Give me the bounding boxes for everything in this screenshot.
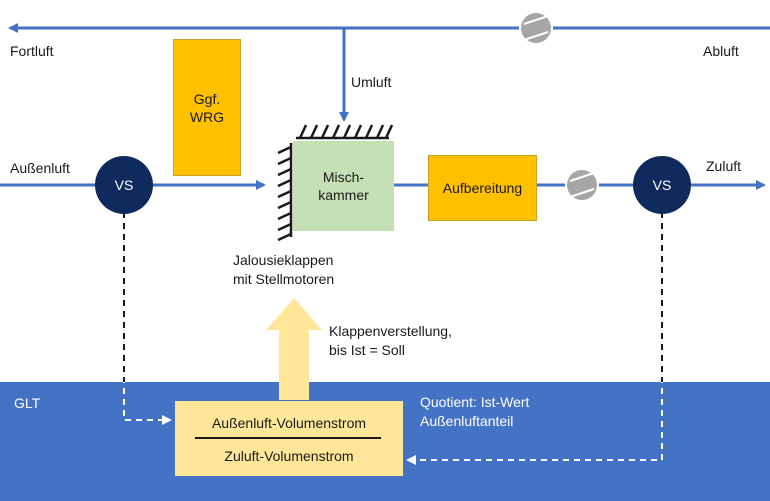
aufbereitung-label: Aufbereitung [442,180,523,196]
damper-left-icon [277,143,293,242]
wrg-label-line1: Ggf. [193,90,221,107]
klappen-label-line1: Klappenverstellung, [329,323,452,339]
mischkammer-box: Misch- kammer [293,141,394,231]
quotient-label-line1: Quotient: Ist-Wert [420,394,530,410]
wrg-label-line2: WRG [189,108,225,125]
signal-left-dashed [123,212,172,425]
damper-top-icon [296,124,394,140]
misch-label-line1: Misch- [322,169,365,185]
vs-sensor-left: VS [95,156,153,214]
fraction-numerator: Außenluft-Volumenstrom [211,415,367,431]
jalousie-label-line2: mit Stellmotoren [233,271,335,287]
jalousie-label-line1: Jalousieklappen [233,252,334,268]
fortluft-label: Fortluft [10,43,54,59]
control-arrow-icon [266,298,322,400]
aussenluft-label: Außenluft [10,160,70,176]
umluft-label: Umluft [351,74,392,90]
wrg-box: Ggf. WRG [173,39,241,176]
klappen-label-line2: bis Ist = Soll [329,342,405,358]
vs-right-label: VS [652,177,672,193]
exhaust-fan-icon [519,11,553,45]
abluft-label: Abluft [703,43,739,59]
fraction-denominator: Zuluft-Volumenstrom [224,448,354,464]
zuluft-label: Zuluft [706,158,742,174]
supply-fan-icon [565,168,599,202]
fraction-divider [195,437,381,439]
misch-label-line2: kammer [318,187,369,203]
fraction-box: Außenluft-Volumenstrom Zuluft-Volumenstr… [175,401,403,476]
vs-left-label: VS [114,177,134,193]
quotient-label-line2: Außenluftanteil [420,413,514,429]
aufbereitung-box: Aufbereitung [428,155,537,221]
glt-label: GLT [14,395,41,411]
vs-sensor-right: VS [633,156,691,214]
